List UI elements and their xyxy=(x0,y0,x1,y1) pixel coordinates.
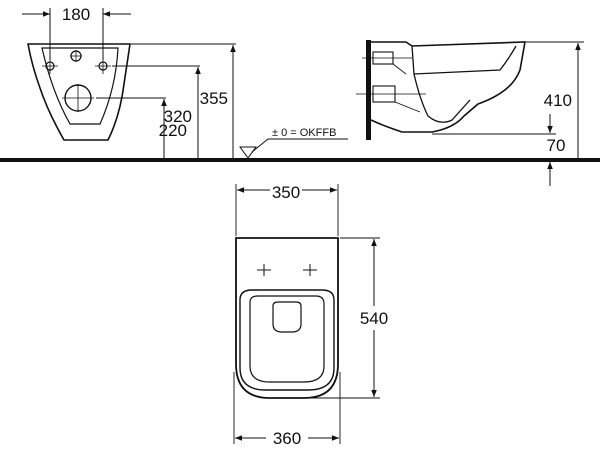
front-height-extensions xyxy=(96,43,236,99)
front-bowl-inner xyxy=(41,47,119,125)
floor-reference-leader xyxy=(251,138,348,153)
side-wall xyxy=(366,40,371,140)
dim-350-label: 350 xyxy=(272,183,300,202)
front-bowl-outline xyxy=(27,43,131,141)
side-bowl-outline xyxy=(370,41,526,133)
dim-180-label: 180 xyxy=(62,5,90,24)
dim-360-label: 360 xyxy=(273,429,301,448)
top-view: 350 540 360 xyxy=(233,183,388,448)
front-view: 180 355 320 220 ± 0 = OKFFB xyxy=(22,5,348,159)
side-view: 410 70 xyxy=(356,40,584,186)
floor-line xyxy=(0,158,600,162)
top-bowl-outline xyxy=(235,237,339,399)
dim-540-label: 540 xyxy=(360,309,388,328)
side-bowl-inner xyxy=(411,45,517,123)
floor-reference-label: ± 0 = OKFFB xyxy=(272,127,336,139)
top-bowl-basin xyxy=(249,295,325,383)
side-hidden-lines xyxy=(356,57,426,113)
dim-70-label: 70 xyxy=(547,136,566,155)
top-rim-inner xyxy=(239,289,335,391)
top-fixing-marks xyxy=(257,264,317,276)
dim-350-extension xyxy=(235,184,339,236)
dim-540-extension xyxy=(306,237,380,399)
floor-level-symbol xyxy=(239,146,257,159)
dim-360-extension xyxy=(233,372,341,444)
dim-355-label: 355 xyxy=(200,89,228,108)
center-marks xyxy=(42,50,111,112)
dim-410-label: 410 xyxy=(544,91,572,110)
dim-320-label: 320 xyxy=(164,107,192,126)
top-outlet-shape xyxy=(272,301,302,333)
dim-220-label: 220 xyxy=(159,121,187,140)
